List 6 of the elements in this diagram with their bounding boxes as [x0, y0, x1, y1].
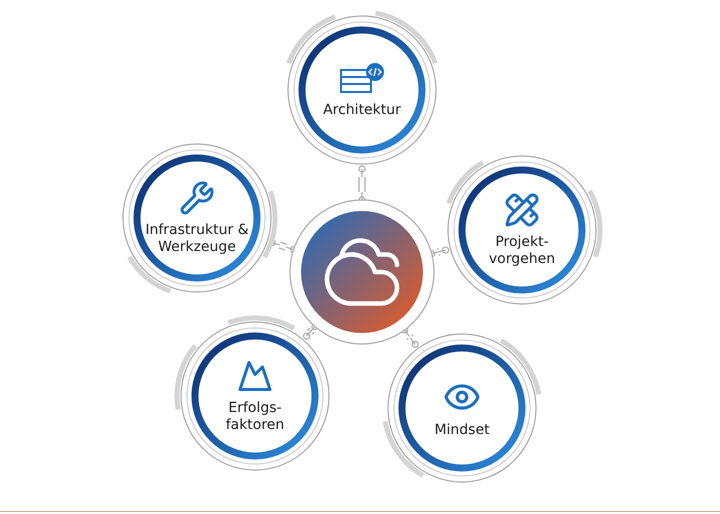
node-label: Mindset: [434, 422, 490, 438]
node-label: Projekt- vorgehen: [488, 234, 556, 268]
node-label: Infrastruktur & Werkzeuge: [144, 222, 250, 256]
cloud-circle: [287, 197, 437, 347]
node-label: Erfolgs- faktoren: [224, 400, 286, 434]
node-label: Architektur: [323, 102, 401, 118]
